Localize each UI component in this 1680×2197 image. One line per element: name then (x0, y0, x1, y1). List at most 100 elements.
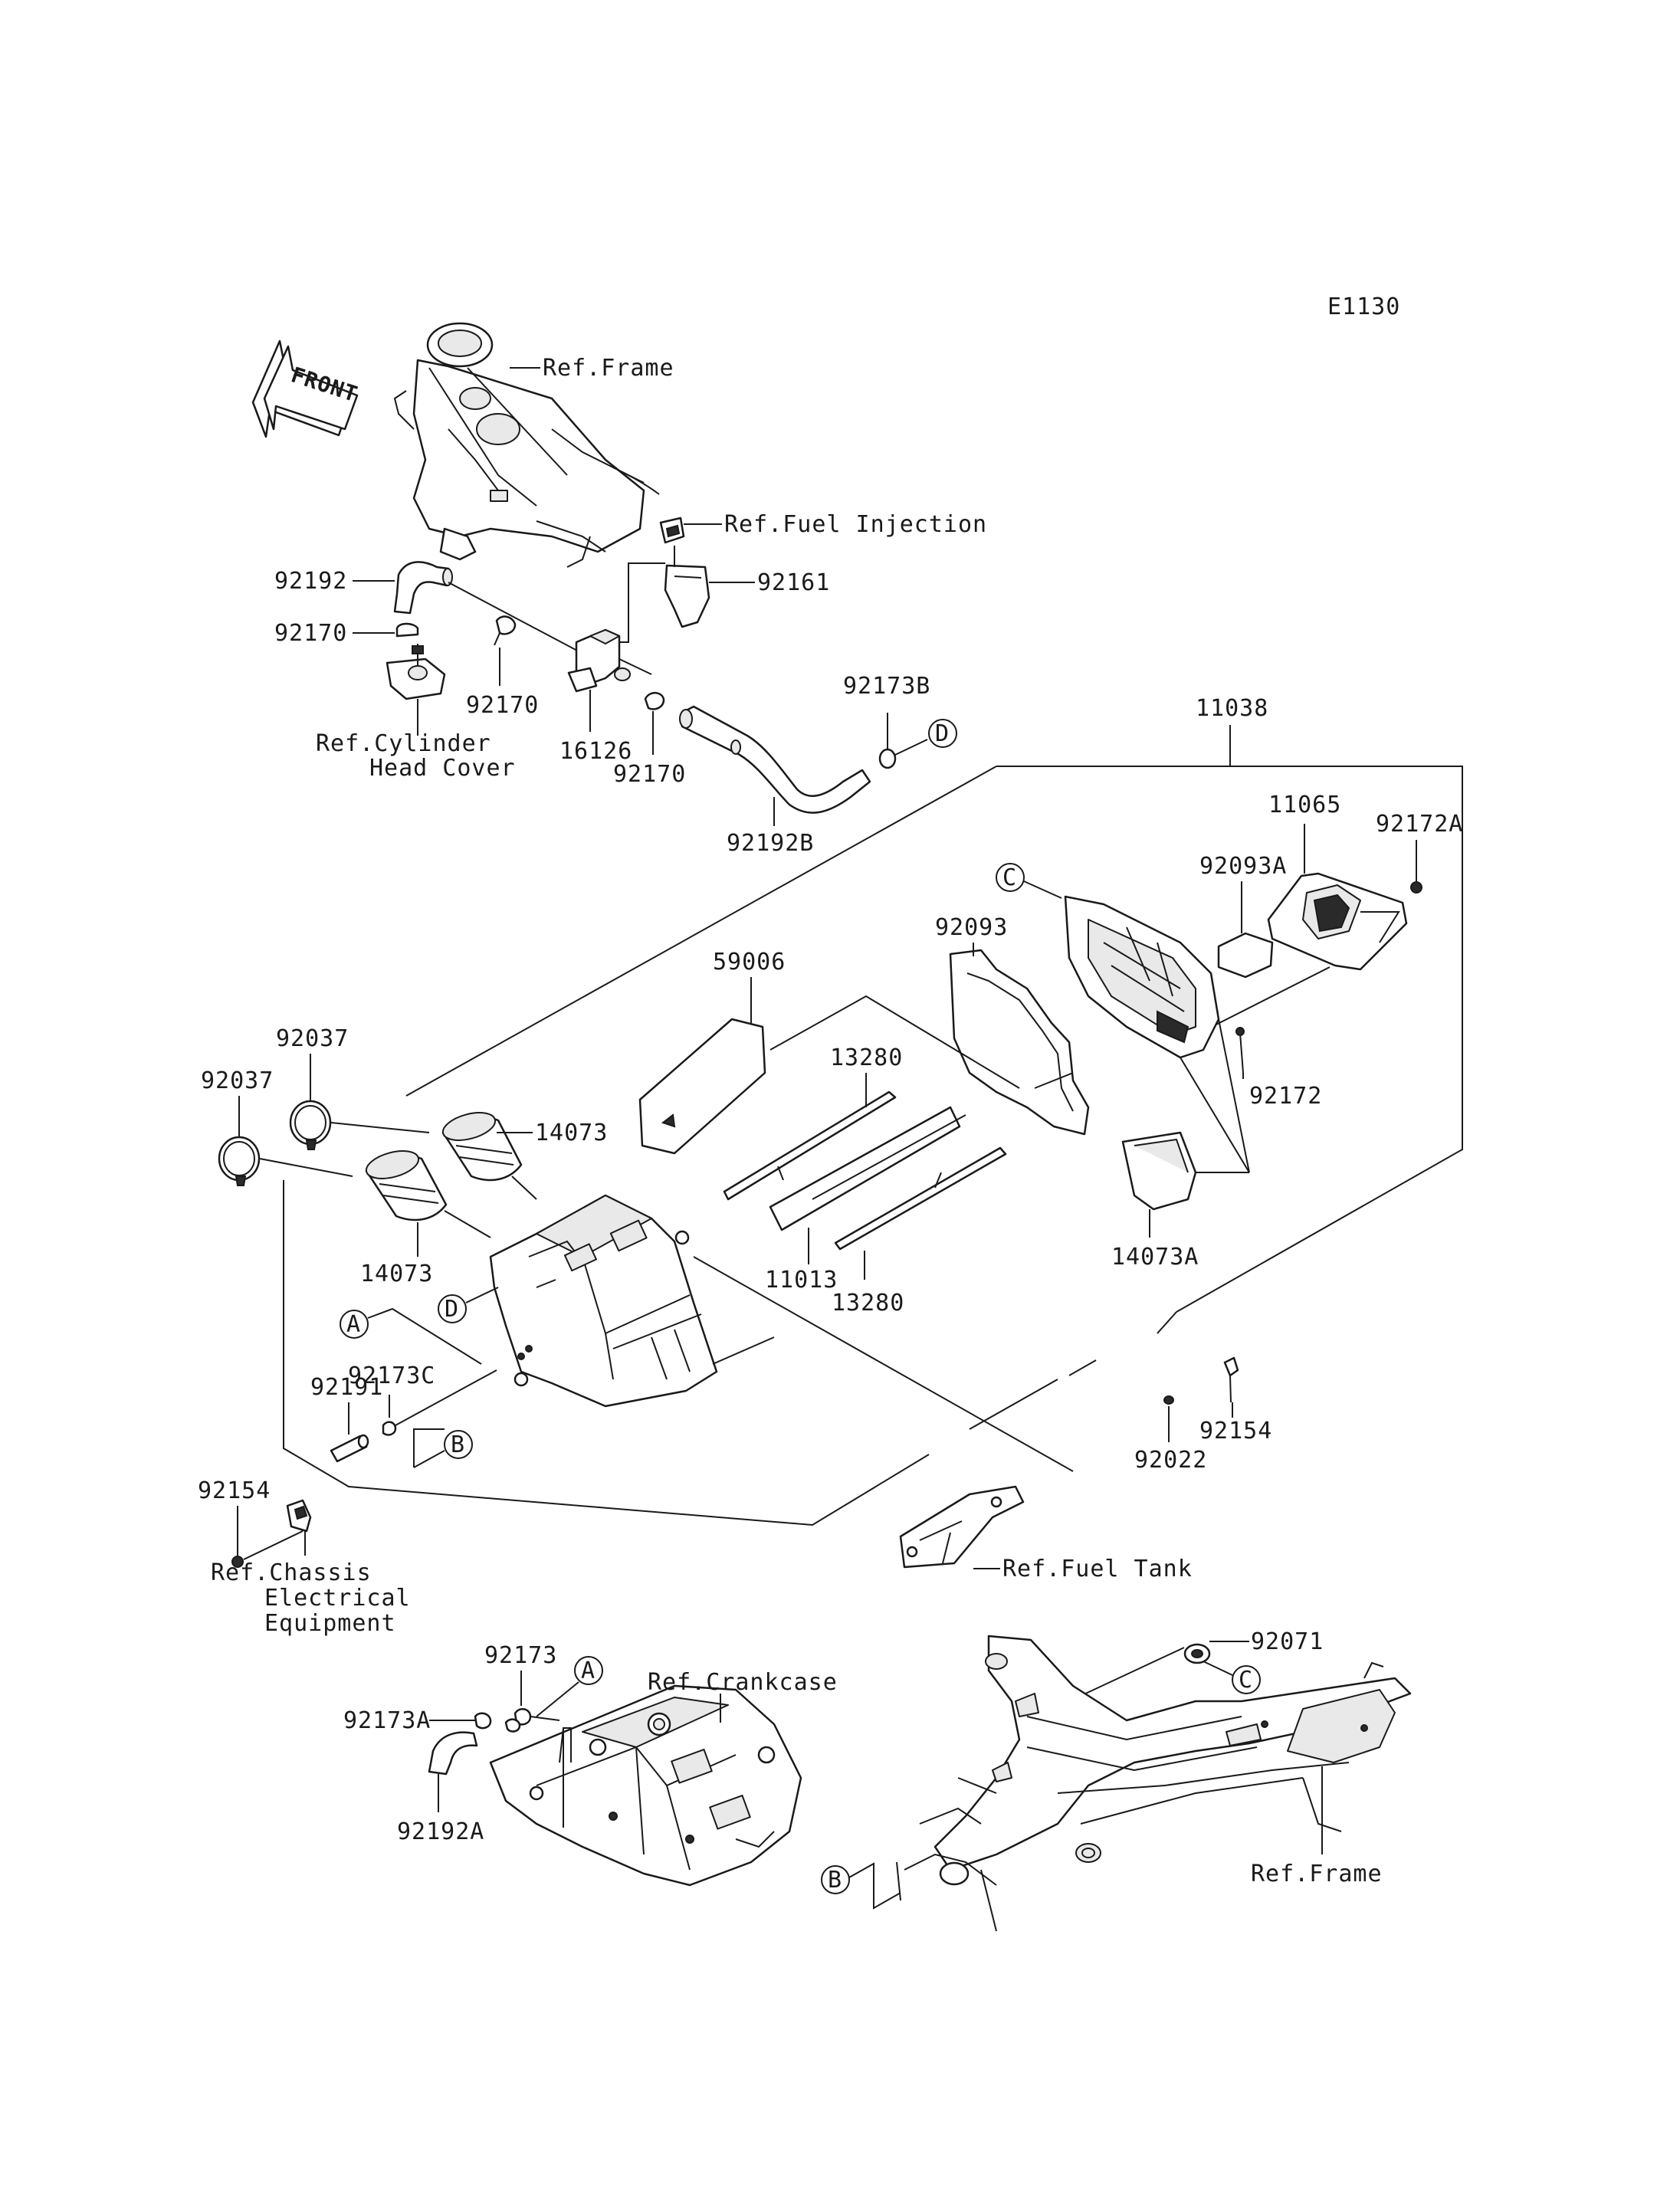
assembly-frame-right (996, 766, 1463, 1313)
part-92154-bolt-right (1223, 1356, 1239, 1403)
label-92191: 92191 (310, 1374, 383, 1401)
label-14073-lower: 14073 (360, 1261, 433, 1287)
label-92192: 92192 (274, 568, 347, 595)
label-92037-upper: 92037 (276, 1025, 349, 1052)
part-92037-clamp-upper (289, 1100, 332, 1150)
part-92022-washer (1163, 1395, 1174, 1405)
cylinder-head-cover-part (386, 644, 446, 700)
label-92173C: 92173C (348, 1362, 435, 1389)
part-92170-clamp-left (395, 622, 419, 638)
label-92093A: 92093A (1199, 853, 1287, 880)
label-59006: 59006 (713, 949, 786, 976)
label-92192A: 92192A (397, 1818, 484, 1845)
callout-C-top (996, 863, 1025, 892)
label-92170-left: 92170 (274, 620, 347, 647)
part-11013-filter (769, 1106, 966, 1231)
part-92093A-gasket (1217, 932, 1274, 979)
part-92154-bolt-left (231, 1556, 244, 1568)
label-92022: 92022 (1134, 1447, 1207, 1474)
label-92170-middle: 92170 (466, 692, 539, 719)
part-92191-plug (330, 1434, 369, 1463)
callout-B-frame-text: B (828, 1867, 842, 1894)
ref-chassis-l3: Equipment (264, 1610, 396, 1637)
part-59006-panel (638, 1018, 766, 1155)
label-92172A: 92172A (1376, 811, 1463, 838)
callout-D-housing-text: D (445, 1296, 459, 1323)
label-92170-right: 92170 (613, 761, 686, 788)
label-16126: 16126 (559, 738, 632, 765)
frame-top-part (393, 322, 660, 568)
label-14073-upper: 14073 (535, 1120, 608, 1146)
assembly-frame-top (405, 766, 997, 1097)
label-92173: 92173 (484, 1642, 557, 1669)
part-14073-duct-lower (365, 1150, 448, 1221)
part-92172A-bolt (1410, 881, 1422, 894)
part-92172-bolt (1235, 1027, 1245, 1074)
part-92173B-clamp (878, 748, 897, 769)
label-92154-left: 92154 (198, 1477, 271, 1504)
label-92192B: 92192B (727, 830, 814, 857)
label-92172: 92172 (1249, 1083, 1322, 1110)
ref-fuel-tank-label: Ref.Fuel Tank (1002, 1556, 1193, 1582)
part-92037-clamp-lower (218, 1136, 261, 1186)
label-13280-upper: 13280 (830, 1044, 903, 1071)
assembly-frame-left (283, 1180, 930, 1526)
fuel-tank-bracket-part (899, 1485, 1025, 1569)
part-92071-grommet (1183, 1643, 1211, 1664)
label-92173A: 92173A (343, 1707, 431, 1734)
label-92161: 92161 (757, 569, 830, 596)
label-92173B: 92173B (843, 673, 930, 700)
label-11013: 11013 (765, 1267, 838, 1294)
callout-D-top (928, 719, 957, 748)
ref-cylinder-head-l1: Ref.Cylinder (316, 730, 491, 757)
ref-chassis-l2: Electrical (264, 1585, 411, 1612)
part-92161-bracket (664, 546, 710, 628)
callout-B-housing (444, 1430, 473, 1459)
crankcase-part (489, 1684, 802, 1887)
label-11065: 11065 (1268, 792, 1341, 818)
label-92037-lower: 92037 (201, 1067, 274, 1094)
part-11065-cover (1267, 872, 1408, 971)
ref-frame-bottom-label: Ref.Frame (1251, 1861, 1383, 1887)
ref-crankcase-label: Ref.Crankcase (648, 1669, 838, 1696)
part-92170-clamp-middle (494, 615, 517, 646)
part-14073A-duct (1121, 1131, 1249, 1211)
callout-B-housing-text: B (451, 1431, 465, 1458)
callout-A-housing (340, 1310, 369, 1339)
ref-chassis-l1: Ref.Chassis (211, 1559, 372, 1586)
part-92192-hose (393, 561, 453, 615)
fuel-injection-sensor (659, 516, 685, 544)
callout-D-housing (438, 1294, 467, 1323)
label-11038: 11038 (1196, 695, 1268, 722)
callout-A-housing-text: A (346, 1311, 361, 1338)
callout-A-crankcase (574, 1656, 603, 1685)
ref-cylinder-head-l2: Head Cover (369, 755, 516, 782)
label-92154-right: 92154 (1199, 1418, 1272, 1444)
part-92192A-hose (428, 1731, 478, 1776)
frame-bottom-part (896, 1635, 1412, 1932)
chassis-bracket-part (286, 1499, 312, 1533)
air-cleaner-case-top (1064, 895, 1220, 1059)
part-92192B-hose (679, 705, 871, 814)
diagram-code: E1130 (1327, 293, 1400, 320)
callout-C-top-text: C (1002, 864, 1017, 891)
air-cleaner-housing (489, 1194, 718, 1408)
front-arrow: FRONT (251, 339, 361, 438)
callout-D-top-text: D (935, 720, 950, 747)
part-16126-valve (567, 628, 652, 693)
part-92173C-clamp (382, 1421, 397, 1436)
label-92093: 92093 (935, 914, 1008, 941)
part-14073-duct-upper (441, 1112, 523, 1182)
part-92173A-clamp (474, 1712, 492, 1730)
part-92173-clamp (504, 1707, 532, 1733)
callout-A-crankcase-text: A (581, 1658, 596, 1684)
label-13280-lower: 13280 (832, 1290, 904, 1317)
label-14073A: 14073A (1111, 1244, 1199, 1271)
part-92093-gasket (949, 949, 1090, 1136)
label-92071: 92071 (1251, 1628, 1324, 1655)
callout-B-frame (821, 1865, 850, 1894)
callout-C-frame-text: C (1239, 1667, 1253, 1694)
part-13280-strip-upper (723, 1090, 897, 1201)
